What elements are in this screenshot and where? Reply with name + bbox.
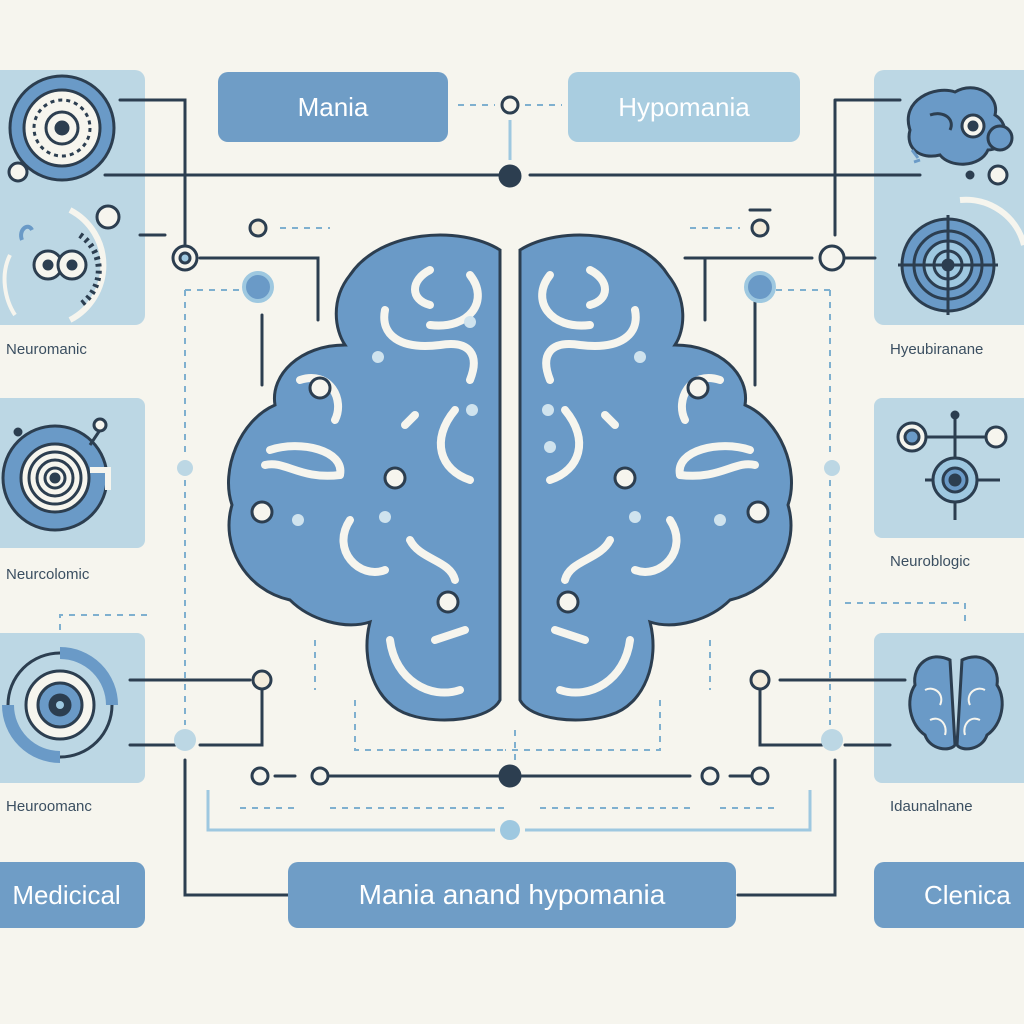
network-node-icon: [896, 410, 1008, 520]
caption-right-top: Hyeubiranane: [890, 341, 984, 358]
node-bottom-1: [250, 766, 270, 786]
node-left-mid: [177, 460, 193, 476]
brain-icon-small: [906, 86, 1014, 186]
node-left-blue: [242, 271, 274, 303]
node-right-lower: [749, 669, 771, 691]
node-top-center-solid: [498, 164, 522, 188]
node-right-small: [750, 218, 770, 238]
node-bottom-center: [498, 764, 522, 788]
node-right-upper: [818, 244, 846, 272]
left-middle-target-icon: [1, 417, 111, 532]
mania-label: Mania: [218, 72, 448, 142]
connector-lines: [103, 98, 922, 897]
node-bottom-light: [500, 820, 520, 840]
medical-label: Medicical: [0, 862, 145, 928]
brain-left-hemisphere: [227, 233, 502, 722]
clinic-label-text: Clenica: [924, 879, 1011, 910]
caption-right-bottom: Idaunalnane: [890, 798, 973, 815]
caption-left-middle: Neurcolomic: [6, 566, 90, 583]
brain-icon-mini: [908, 655, 1004, 751]
target-icon: [7, 74, 116, 183]
node-bottom-2: [310, 766, 330, 786]
brain-icon: [227, 233, 793, 722]
hypomania-label: Hypomania: [568, 72, 800, 142]
node-bottom-4: [750, 766, 770, 786]
caption-left-bottom: Heuroomanc: [6, 798, 92, 815]
node-bottom-3: [700, 766, 720, 786]
molecule-icon: [2, 204, 121, 323]
node-left-lower-light: [174, 729, 196, 751]
node-left-upper-inner: [178, 251, 192, 265]
brain-right-hemisphere: [518, 233, 793, 722]
connector-nodes: [171, 95, 846, 840]
brain-dots: [250, 376, 770, 614]
right-top-target-icon: [898, 196, 1024, 315]
brain-small-dots: [292, 316, 726, 526]
node-left-small: [248, 218, 268, 238]
footer-title: Mania anand hypomania: [288, 862, 736, 928]
node-right-lower-light: [821, 729, 843, 751]
caption-left-top: Neuromanic: [6, 341, 87, 358]
node-top-center: [500, 95, 520, 115]
light-connector-lines: [206, 120, 812, 832]
caption-right-middle: Neuroblogic: [890, 553, 971, 570]
eye-target-icon: [2, 647, 118, 763]
node-left-lower: [251, 669, 273, 691]
clinic-label: Clenica: [874, 862, 1024, 928]
node-right-mid: [824, 460, 840, 476]
node-right-blue: [744, 271, 776, 303]
dashed-lines: [59, 104, 966, 809]
